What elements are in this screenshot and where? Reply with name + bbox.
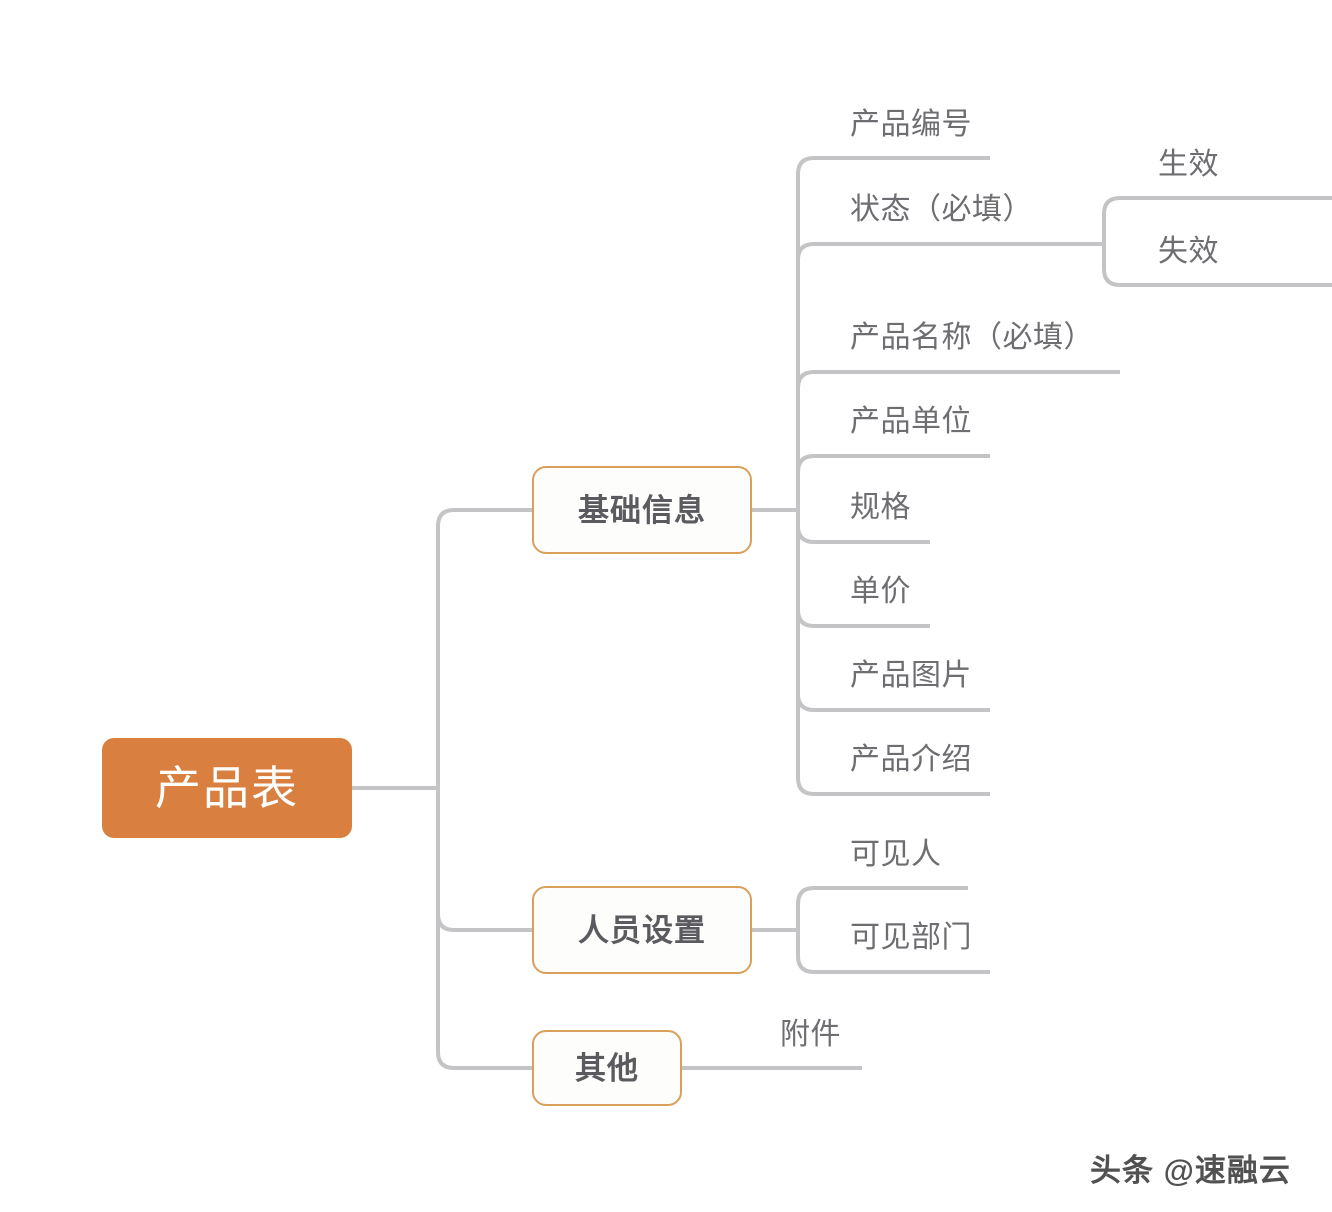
leaf-status-inactive[interactable]: 失效 — [1158, 235, 1219, 268]
branch-node-other[interactable]: 其他 — [532, 1030, 682, 1106]
branch-node-basic-info[interactable]: 基础信息 — [532, 466, 752, 554]
wire-root-to-basic — [436, 508, 532, 788]
wire-root-to-other — [436, 788, 532, 1070]
branch-node-label: 人员设置 — [578, 912, 706, 948]
leaf-status-active[interactable]: 生效 — [1158, 148, 1219, 181]
leaf-product-name[interactable]: 产品名称（必填） — [850, 321, 1094, 354]
wire-basic-to-status — [796, 242, 1104, 510]
leaf-unit-price[interactable]: 单价 — [850, 575, 911, 608]
wire-basic-to-price — [796, 510, 930, 628]
leaf-product-unit[interactable]: 产品单位 — [850, 405, 972, 438]
watermark: 头条 @速融云 — [1090, 1153, 1291, 1188]
leaf-visible-department[interactable]: 可见部门 — [850, 921, 972, 954]
leaf-visible-person[interactable]: 可见人 — [850, 838, 942, 871]
leaf-product-code[interactable]: 产品编号 — [850, 108, 972, 141]
branch-node-label: 其他 — [575, 1050, 639, 1086]
branch-node-label: 基础信息 — [578, 492, 706, 528]
root-node[interactable]: 产品表 — [102, 738, 352, 838]
wire-root-to-people — [436, 788, 532, 932]
branch-node-people-settings[interactable]: 人员设置 — [532, 886, 752, 974]
leaf-specification[interactable]: 规格 — [850, 491, 911, 524]
leaf-product-intro[interactable]: 产品介绍 — [850, 743, 972, 776]
leaf-status[interactable]: 状态（必填） — [850, 193, 1033, 226]
leaf-product-image[interactable]: 产品图片 — [850, 659, 972, 692]
root-node-label: 产品表 — [155, 762, 299, 814]
wire-basic-to-name — [796, 370, 1120, 510]
leaf-attachment[interactable]: 附件 — [780, 1018, 841, 1051]
